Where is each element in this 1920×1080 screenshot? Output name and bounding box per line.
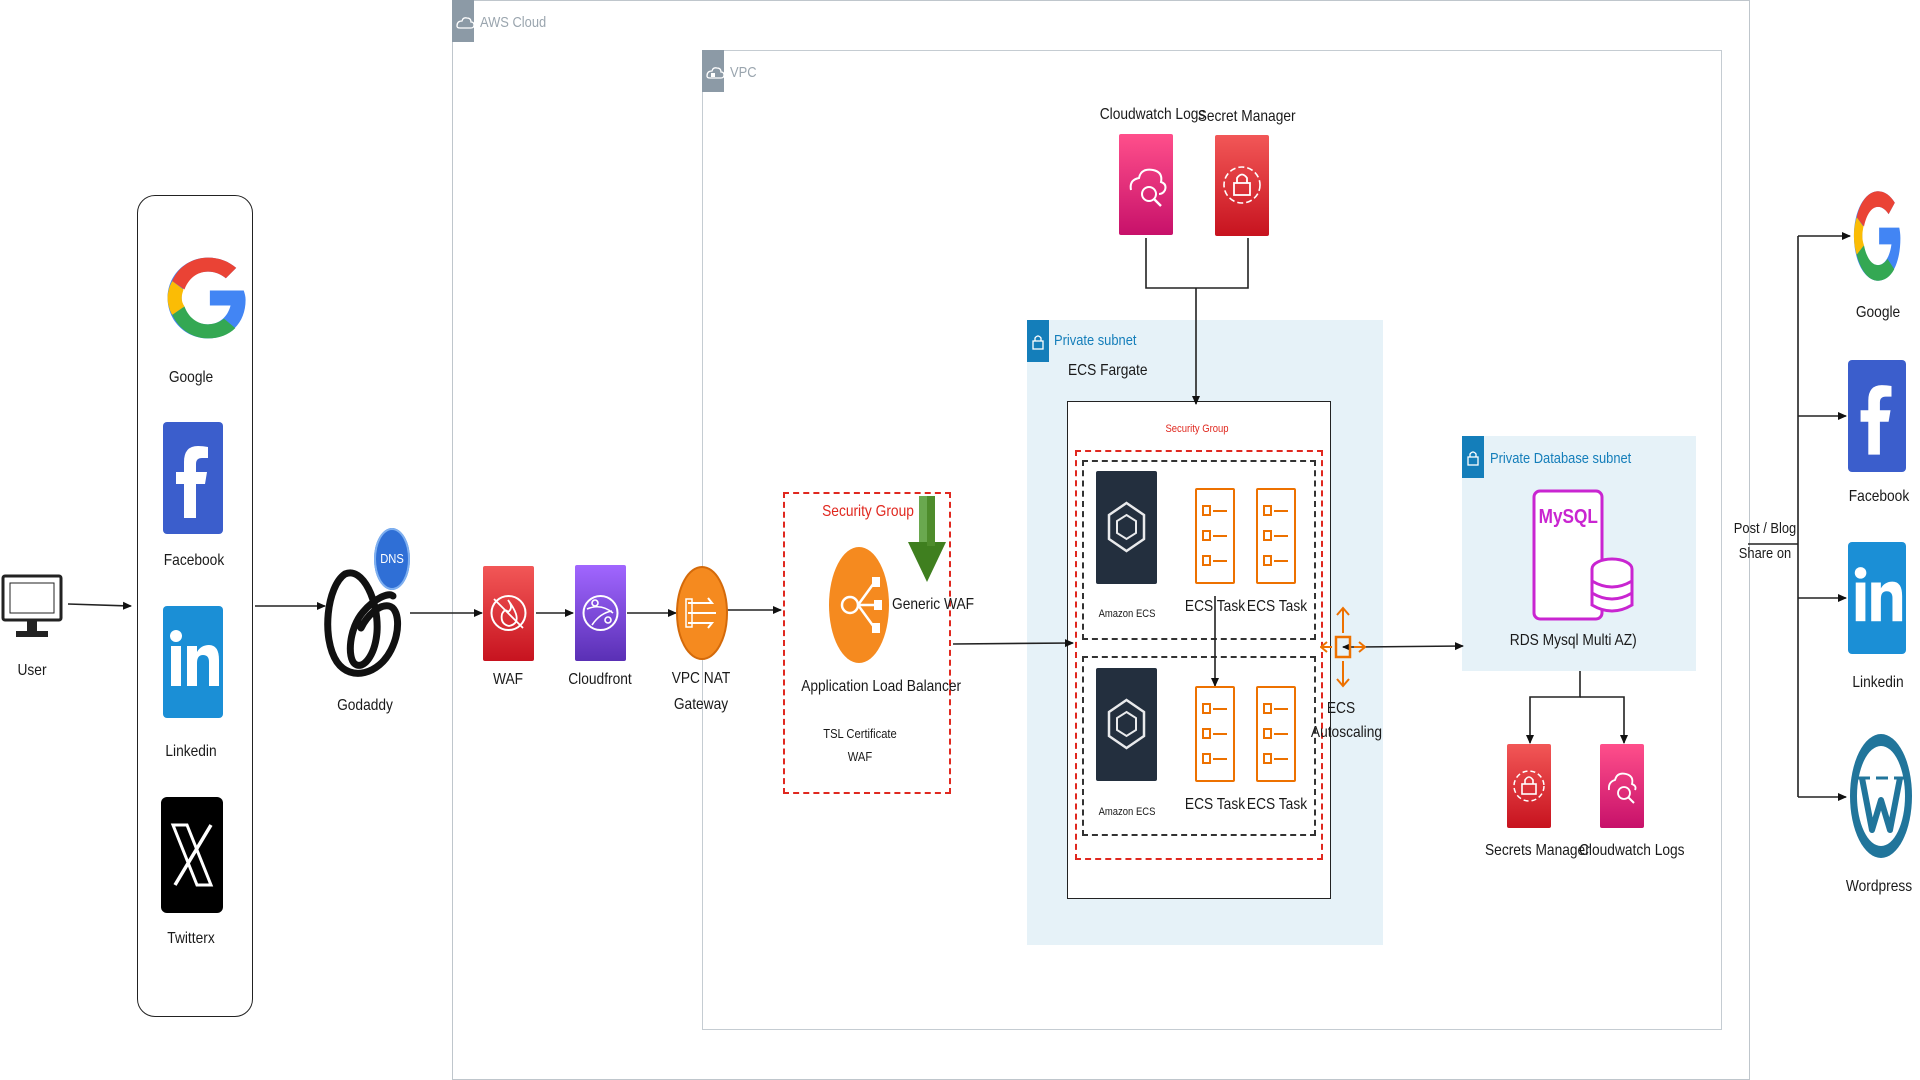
amazon-ecs-1-label: Amazon ECS: [1098, 608, 1156, 620]
amazon-ecs-2-label: Amazon ECS: [1098, 806, 1156, 818]
nat-gateway-icon: [676, 566, 728, 660]
ecs-task-group-1: [1082, 460, 1316, 640]
right-linkedin-label: Linkedin: [1852, 674, 1904, 691]
right-google-label: Google: [1855, 304, 1901, 321]
amazon-ecs-icon: [1096, 668, 1157, 781]
private-db-subnet-lock-badge: [1462, 436, 1484, 478]
rds-mysql-icon: [1532, 489, 1634, 621]
alb-security-group: [783, 492, 951, 794]
left-social-panel: [137, 195, 253, 1017]
generic-waf-arrow-icon: [908, 496, 946, 582]
secrets-manager-bottom-label: Secrets Manager: [1485, 842, 1590, 859]
dns-badge-label: DNS: [380, 551, 404, 566]
vpc-title: VPC: [730, 64, 757, 81]
linkedin-icon: [163, 606, 223, 718]
dns-badge-icon: [374, 528, 410, 590]
google-icon: [167, 257, 246, 339]
cloudfront-label: Cloudfront: [568, 671, 632, 688]
ecs-autoscaling-line1: ECS: [1326, 700, 1356, 717]
left-linkedin-label: Linkedin: [165, 743, 217, 760]
waf-label: WAF: [492, 671, 524, 688]
cloud-icon: [456, 17, 475, 29]
godaddy-logo-icon: [324, 569, 401, 677]
left-google-label: Google: [168, 369, 214, 386]
aws-cloud-title: AWS Cloud: [480, 14, 547, 31]
nat-label-line2: Gateway: [673, 696, 729, 713]
secret-manager-top-label: Secret Manager: [1197, 108, 1296, 125]
linkedin-icon: [1848, 542, 1906, 654]
cloudwatch-top-label: Cloudwatch Logs: [1099, 106, 1206, 123]
ecs-task-3-icon: [1195, 686, 1235, 782]
alb-security-group-title: Security Group: [822, 503, 914, 520]
ecs-task-4-label: ECS Task: [1246, 796, 1308, 813]
ecs-fargate-cluster: [1067, 401, 1331, 899]
cloudwatch-logs-bottom-icon: [1600, 744, 1644, 828]
x-icon: [161, 797, 223, 913]
mysql-badge-label: MySQL: [1538, 506, 1598, 528]
nat-label-line1: VPC NAT: [671, 670, 731, 687]
post-blog-line1: Post / Blog: [1733, 520, 1797, 537]
ecs-security-group-title: Security Group: [1165, 423, 1229, 435]
ecs-task-3-label: ECS Task: [1184, 796, 1246, 813]
post-blog-line2: Share on: [1738, 545, 1792, 562]
amazon-ecs-icon: [1096, 471, 1157, 584]
private-subnet-lock-badge: [1027, 320, 1049, 362]
vpc-badge: [702, 50, 725, 92]
lock-icon: [1032, 335, 1044, 350]
cloudwatch-logs-top-icon: [1119, 134, 1173, 235]
private-subnet-title: Private subnet: [1054, 332, 1137, 349]
right-wordpress-label: Wordpress: [1845, 878, 1913, 895]
tsl-label-line2: WAF: [847, 749, 873, 764]
cloudwatch-logs-bottom-label: Cloudwatch Logs: [1579, 842, 1685, 859]
generic-waf-label: Generic WAF: [892, 596, 975, 613]
ecs-fargate-title: ECS Fargate: [1068, 362, 1148, 379]
alb-label: Application Load Balancer: [801, 678, 962, 695]
db-lock-icon: [1467, 451, 1479, 466]
secret-manager-top-icon: [1215, 135, 1269, 236]
waf-icon: [483, 566, 534, 661]
monitor-icon: [1, 574, 63, 637]
ecs-autoscaling-line2: Autoscaling: [1310, 724, 1383, 741]
facebook-icon: [1848, 360, 1906, 472]
left-facebook-label: Facebook: [163, 552, 225, 569]
right-facebook-label: Facebook: [1848, 488, 1910, 505]
ecs-task-1-icon: [1195, 488, 1235, 584]
ecs-task-4-icon: [1256, 686, 1296, 782]
facebook-icon: [163, 422, 223, 534]
cloudfront-icon: [575, 565, 626, 661]
user-label: User: [17, 662, 47, 679]
load-balancer-icon: [829, 547, 889, 663]
ecs-task-group-2: [1082, 656, 1316, 836]
ecs-task-2-icon: [1256, 488, 1296, 584]
left-twitterx-label: Twitterx: [167, 930, 215, 947]
godaddy-label: Godaddy: [337, 697, 393, 714]
ecs-task-2-label: ECS Task: [1246, 598, 1308, 615]
secrets-manager-bottom-icon: [1507, 744, 1551, 828]
autoscaling-icon: [1320, 606, 1366, 688]
wordpress-icon: [1850, 734, 1912, 858]
vpc-cloud-icon: [706, 67, 725, 79]
rds-label: RDS Mysql Multi AZ): [1509, 632, 1637, 649]
vpc-group: [702, 50, 1722, 1030]
private-db-subnet-title: Private Database subnet: [1490, 450, 1632, 467]
tsl-label-line1: TSL Certificate: [823, 726, 897, 741]
ecs-task-1-label: ECS Task: [1184, 598, 1246, 615]
ecs-security-group: [1075, 450, 1323, 860]
aws-cloud-badge: [452, 0, 475, 42]
google-icon: [1853, 191, 1901, 281]
